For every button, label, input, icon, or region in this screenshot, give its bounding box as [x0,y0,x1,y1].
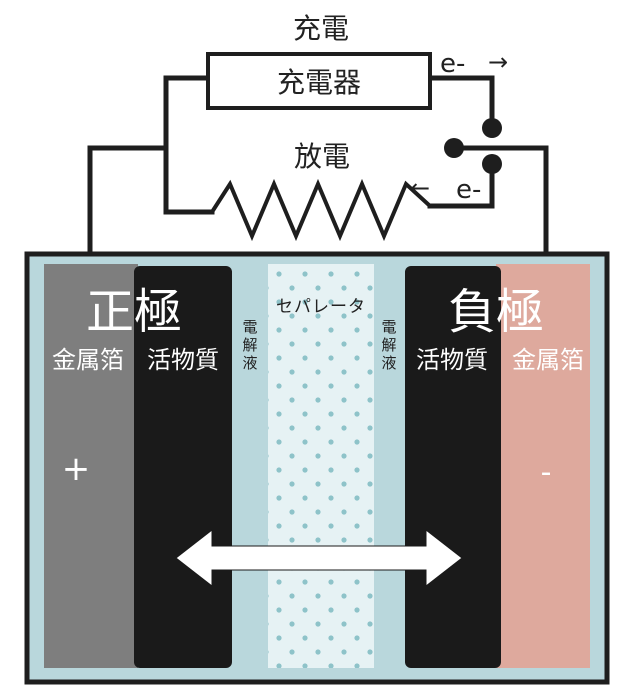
discharge-label: 放電 [294,140,350,173]
negative-foil [496,264,590,668]
electrolyte-label-right: 電 解 液 [381,318,396,372]
electron-label-top: e- [440,49,465,79]
switch-contact-top [482,118,502,138]
separator-char: セ [276,297,293,317]
charger-label: 充電器 [277,66,361,99]
negative-foil-label: 金属箔 [512,346,584,374]
positive-title: 正極 [86,284,182,340]
electron-label-bottom: e- [456,175,481,205]
positive-foil-label: 金属箔 [52,346,124,374]
separator-char: タ [348,297,365,317]
positive-foil [44,264,138,668]
negative-active-label: 活物質 [416,346,488,374]
charge-label: 充電 [293,12,349,45]
circuit-wires [87,75,549,271]
electrolyte-left-char: 解 [242,336,257,354]
electrolyte-left-char: 電 [242,318,257,336]
separator-char: パ [294,297,311,317]
electrolyte-left-char: 液 [242,354,257,372]
switch-pivot [444,138,464,158]
separator-label: セ パ レ ー タ [276,297,365,317]
electron-arrow-left: ← [410,174,430,202]
positive-active-label: 活物質 [147,346,219,374]
switch-contact-bottom [482,154,502,174]
negative-title: 負極 [448,284,544,340]
electrolyte-right-char: 解 [381,336,396,354]
separator-char: レ [312,297,329,317]
electron-arrow-right: → [488,48,508,76]
separator-char: ー [330,297,347,317]
separator-dots [268,264,374,668]
negative-sign: - [541,455,552,490]
electrolyte-label-left: 電 解 液 [242,318,257,372]
ion-movement-arrow [175,528,463,588]
resistor-zigzag [210,178,432,242]
positive-sign: + [62,449,91,489]
charger-box [206,52,432,110]
electrolyte-right-char: 電 [381,318,396,336]
electrolyte-right-char: 液 [381,354,396,372]
